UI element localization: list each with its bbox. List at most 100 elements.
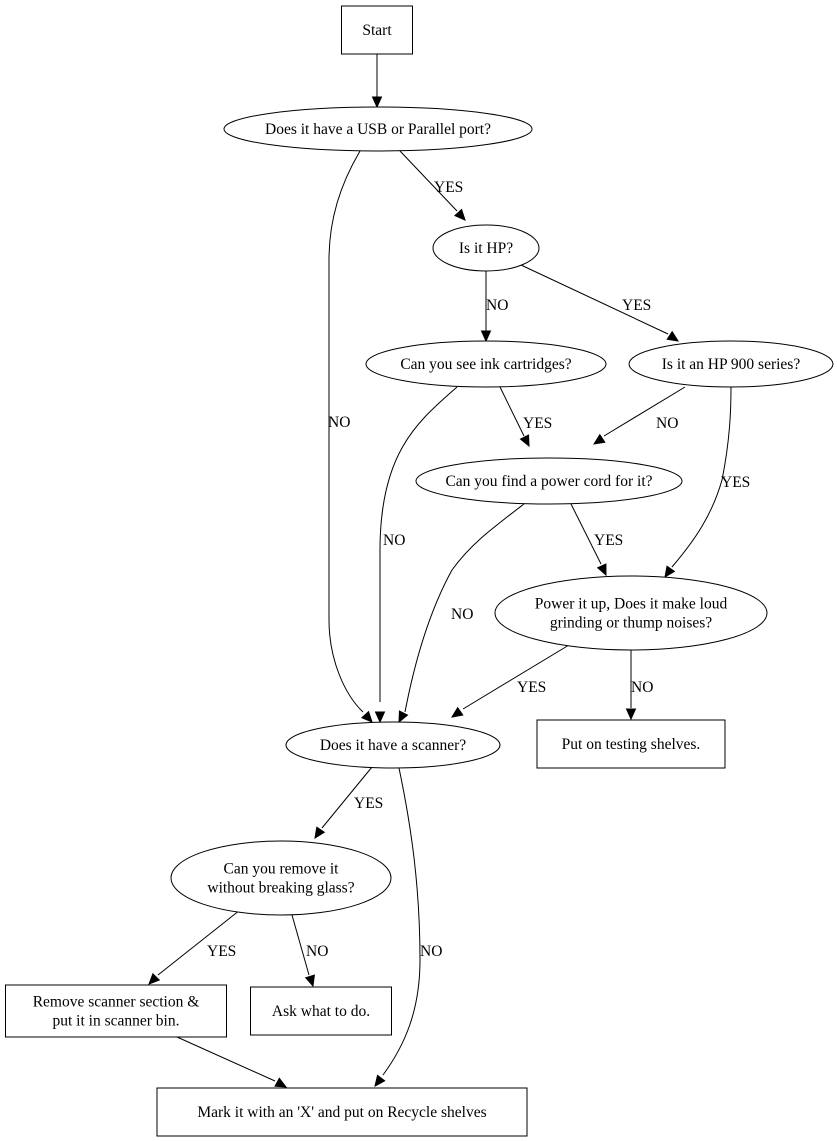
arrowhead-icon xyxy=(454,208,466,221)
node-label: Can you see ink cartridges? xyxy=(400,356,571,373)
edge-label-yes: YES xyxy=(721,474,750,491)
edge-remove-to-ask xyxy=(291,914,315,988)
node-label: Does it have a scanner? xyxy=(320,737,466,754)
edge-line xyxy=(570,503,602,565)
node-box xyxy=(250,986,392,1036)
edge-start-to-port xyxy=(371,54,383,109)
node-hp[interactable]: Is it HP? xyxy=(432,224,540,272)
edge-label-no: NO xyxy=(306,943,328,960)
node-ask[interactable]: Ask what to do. xyxy=(250,986,392,1036)
edge-line xyxy=(462,644,570,710)
edge-line xyxy=(291,914,310,976)
arrowhead-icon xyxy=(361,710,373,723)
edge-ink-to-cord xyxy=(499,386,530,448)
node-ellipse xyxy=(170,840,392,916)
edge-label-no: NO xyxy=(383,532,405,549)
edge-line xyxy=(328,150,364,713)
edge-line xyxy=(157,909,241,976)
edge-hp-to-hp900 xyxy=(520,264,680,342)
edge-line xyxy=(382,767,421,1076)
edge-line xyxy=(379,386,458,702)
edge-label-yes: YES xyxy=(517,679,546,696)
node-label: grinding or thump noises? xyxy=(550,615,712,632)
edge-hp900-to-power xyxy=(664,386,732,579)
edge-label-yes: YES xyxy=(354,795,383,812)
edge-port-to-hp xyxy=(399,150,466,221)
arrowhead-icon xyxy=(666,330,680,342)
node-scanbin[interactable]: Remove scanner section & put it in scanne… xyxy=(5,984,227,1038)
node-label: Power it up, Does it make loud xyxy=(535,596,728,613)
node-ellipse xyxy=(415,457,683,505)
node-box xyxy=(5,984,227,1038)
arrowhead-icon xyxy=(450,706,464,718)
node-label: Is it HP? xyxy=(459,240,513,257)
edge-label-yes: YES xyxy=(622,297,651,314)
edge-line xyxy=(603,386,686,437)
node-label: Can you remove it xyxy=(224,861,340,878)
arrowhead-icon xyxy=(274,1077,288,1088)
node-label: Remove scanner section & xyxy=(33,994,200,1011)
edge-label-yes: YES xyxy=(523,415,552,432)
arrowhead-icon xyxy=(148,972,161,985)
node-hp900[interactable]: Is it an HP 900 series? xyxy=(628,340,834,388)
edge-label-no: NO xyxy=(486,297,508,314)
node-label: Can you find a power cord for it? xyxy=(445,473,652,490)
edge-scanner-to-recycle xyxy=(374,767,421,1087)
edge-label-no: NO xyxy=(328,414,350,431)
edge-line xyxy=(404,503,525,713)
arrowhead-icon xyxy=(371,96,383,109)
node-port[interactable]: Does it have a USB or Parallel port? xyxy=(223,106,533,152)
node-label: Put on testing shelves. xyxy=(562,736,701,753)
edge-line xyxy=(499,386,525,437)
arrowhead-icon xyxy=(374,711,386,724)
edge-line xyxy=(176,1036,276,1082)
edge-line xyxy=(321,766,373,829)
node-ellipse xyxy=(285,721,501,769)
node-ellipse xyxy=(365,340,607,388)
edge-line xyxy=(399,150,458,212)
node-ellipse xyxy=(432,224,540,272)
node-label: without breaking glass? xyxy=(207,880,354,897)
edges-layer xyxy=(148,54,732,1088)
node-label: Does it have a USB or Parallel port? xyxy=(265,121,491,138)
edge-cord-to-power xyxy=(570,503,607,577)
node-remove[interactable]: Can you remove it without breaking glass? xyxy=(170,840,392,916)
edge-port-to-scanner xyxy=(328,150,373,723)
edge-power-to-scanner xyxy=(450,644,570,718)
node-cord[interactable]: Can you find a power cord for it? xyxy=(415,457,683,505)
node-testing[interactable]: Put on testing shelves. xyxy=(536,719,726,769)
node-start[interactable]: Start xyxy=(341,5,413,55)
node-ellipse xyxy=(223,106,533,152)
edge-label-yes: YES xyxy=(594,532,623,549)
node-box xyxy=(156,1087,528,1137)
node-label: Start xyxy=(362,22,392,39)
arrowhead-icon xyxy=(398,710,409,724)
arrowhead-icon xyxy=(314,826,326,840)
node-scanner[interactable]: Does it have a scanner? xyxy=(285,721,501,769)
node-ink[interactable]: Can you see ink cartridges? xyxy=(365,340,607,388)
arrowhead-icon xyxy=(664,565,676,579)
node-label: Ask what to do. xyxy=(272,1003,370,1020)
edge-label-yes: YES xyxy=(434,179,463,196)
edge-scanner-to-remove xyxy=(314,766,373,840)
node-power[interactable]: Power it up, Does it make loud grinding o… xyxy=(494,575,768,651)
edge-scanbin-to-recycle xyxy=(176,1036,288,1088)
edge-line xyxy=(671,386,732,568)
node-box xyxy=(341,5,413,55)
node-recycle[interactable]: Mark it with an 'X' and put on Recycle s… xyxy=(156,1087,528,1137)
edge-label-yes: YES xyxy=(207,943,236,960)
arrowhead-icon xyxy=(625,708,637,721)
node-box xyxy=(536,719,726,769)
node-label: put it in scanner bin. xyxy=(53,1013,180,1030)
edge-power-to-testing xyxy=(625,650,637,721)
arrowhead-icon xyxy=(592,433,606,445)
edge-hp900-to-cord xyxy=(592,386,686,445)
arrowhead-icon xyxy=(519,434,530,448)
node-label: Mark it with an 'X' and put on Recycle s… xyxy=(197,1104,486,1121)
edge-line xyxy=(520,264,669,335)
edge-cord-to-scanner xyxy=(398,503,525,724)
arrowhead-icon xyxy=(304,974,315,988)
arrowhead-icon xyxy=(480,330,492,343)
